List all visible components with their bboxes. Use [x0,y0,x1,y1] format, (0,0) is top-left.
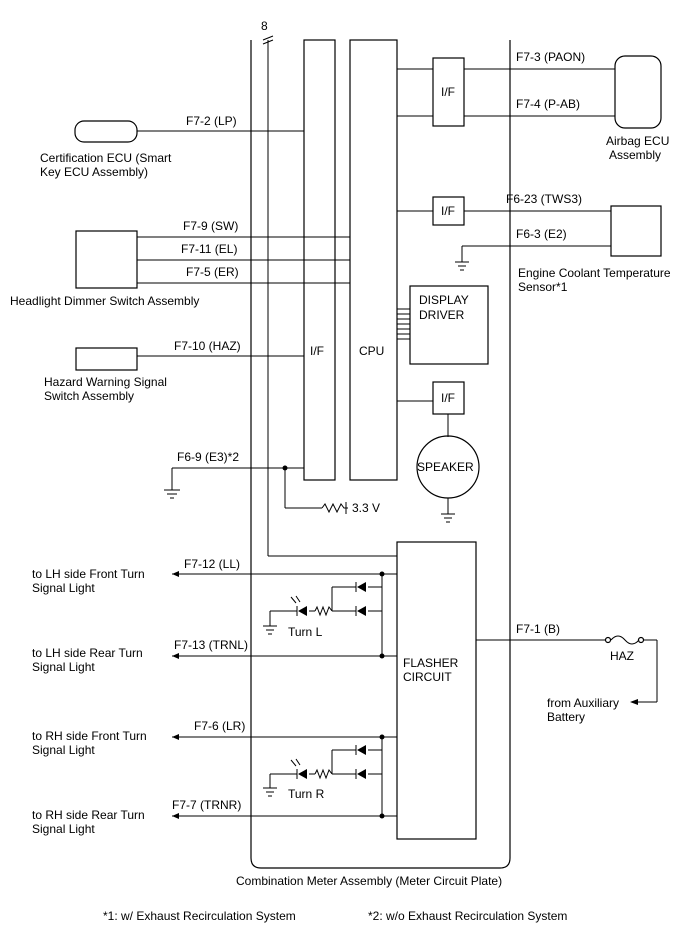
if-airbag-block [432,57,465,127]
lh-rear-turn-label-2: Signal Light [32,660,95,674]
ground-icon [441,513,455,523]
pin-paon: F7-3 (PAON) [516,50,585,64]
pin-lp: F7-2 (LP) [186,114,237,128]
display-bus-lines [397,308,410,340]
engine-coolant-sensor-label: Engine Coolant Temperature [518,266,671,280]
rh-front-turn-label: to RH side Front Turn [32,729,147,743]
flasher-circuit-label-2: CIRCUIT [403,670,452,684]
battery-label: from Auxiliary [547,696,619,710]
rh-rear-turn-label-2: Signal Light [32,822,95,836]
pin-e3: F6-9 (E3)*2 [177,450,239,464]
airbag-ecu-label-2: Assembly [609,148,661,162]
hazard-switch-label-2: Switch Assembly [44,389,134,403]
pin-pab: F7-4 (P-AB) [516,97,580,111]
meter-assembly-outline [250,40,511,869]
bus-number-label: 8 [261,19,268,33]
rh-front-turn-label-2: Signal Light [32,743,95,757]
pin-tws3: F6-23 (TWS3) [506,192,582,206]
lh-front-turn-label-2: Signal Light [32,581,95,595]
if-main-label: I/F [310,344,324,358]
pin-e2: F6-3 (E2) [516,227,567,241]
turn-r-label: Turn R [288,787,325,801]
turn-r-indicator-circuit: Turn R [263,734,385,819]
flasher-circuit-label: FLASHER [403,656,459,670]
cpu-block [349,39,398,481]
ground-icon [164,489,180,499]
display-driver-label-2: DRIVER [419,308,465,322]
turn-l-indicator-circuit: Turn L [263,571,385,659]
engine-coolant-sensor-box [610,205,662,257]
pin-trnl: F7-13 (TRNL) [174,638,248,652]
pin-b: F7-1 (B) [516,622,560,636]
hazard-switch-label: Hazard Warning Signal [44,375,167,389]
headlight-dimmer-switch-label: Headlight Dimmer Switch Assembly [10,294,199,308]
turn-l-label: Turn L [288,625,323,639]
ground-icon [263,625,277,635]
pin-sw: F7-9 (SW) [183,219,238,233]
footnote-2: *2: w/o Exhaust Recirculation System [368,909,567,923]
fuse-icon [610,635,640,645]
pin-haz-switch: F7-10 (HAZ) [174,339,241,353]
pin-er: F7-5 (ER) [186,265,239,279]
display-driver-block [409,285,489,365]
resistor-icon [314,768,333,780]
lh-front-turn-label: to LH side Front Turn [32,567,145,581]
pin-lr: F7-6 (LR) [194,719,245,733]
speaker-label: SPEAKER [417,460,474,474]
certification-ecu-label-2: Key ECU Assembly) [40,165,148,179]
fuse-label: HAZ [610,649,634,663]
certification-ecu-box [74,120,138,143]
resistor-icon [321,502,348,514]
airbag-ecu-box [614,55,662,129]
resistor-icon [314,605,333,617]
if-speaker-label: I/F [441,391,455,405]
ground-icon [263,787,277,797]
engine-coolant-sensor-label-2: Sensor*1 [518,280,568,294]
display-driver-label: DISPLAY [419,293,469,307]
headlight-dimmer-switch-box [75,230,138,289]
ground-icon [455,261,469,271]
hazard-switch-box [75,347,138,371]
certification-ecu-label: Certification ECU (Smart [40,151,172,165]
meter-assembly-label: Combination Meter Assembly (Meter Circui… [236,874,502,888]
rh-rear-turn-label: to RH side Rear Turn [32,808,145,822]
supply-voltage-label: 3.3 V [352,501,380,515]
footnote-1: *1: w/ Exhaust Recirculation System [103,909,296,923]
cpu-label: CPU [359,344,384,358]
if-temp-label: I/F [441,204,455,218]
pin-ll: F7-12 (LL) [184,557,240,571]
pin-trnr: F7-7 (TRNR) [172,798,241,812]
if-airbag-label: I/F [441,85,455,99]
pin-el: F7-11 (EL) [181,242,237,256]
airbag-ecu-label: Airbag ECU [606,134,669,148]
lh-rear-turn-label: to LH side Rear Turn [32,646,143,660]
flasher-circuit-block [396,541,477,840]
battery-label-2: Battery [547,710,585,724]
